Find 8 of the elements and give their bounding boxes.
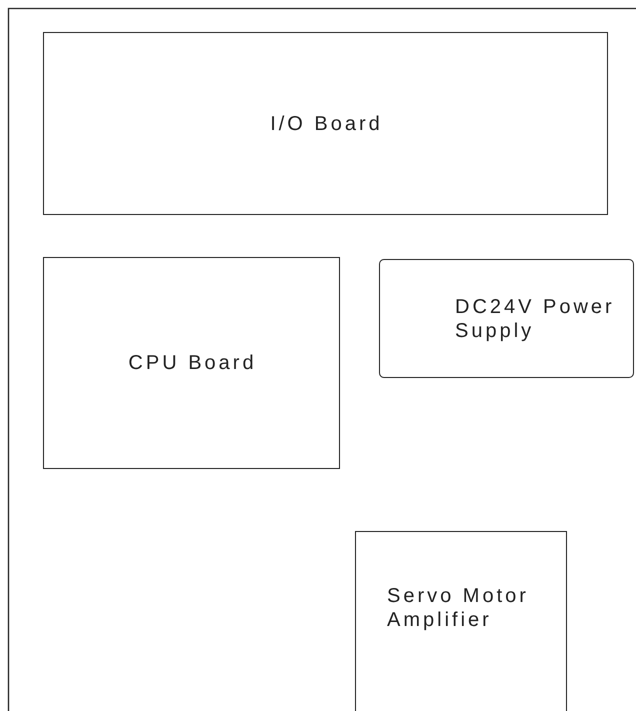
component-box — [355, 531, 567, 711]
component-box — [43, 32, 608, 215]
component-label: CPU Board — [127, 351, 258, 375]
component-label: DC24V Power Supply — [455, 294, 616, 342]
component-box — [43, 257, 340, 469]
component-label: Servo Motor Amplifier — [387, 584, 530, 632]
component-box — [379, 259, 634, 378]
component-label: I/O Board — [269, 112, 384, 136]
